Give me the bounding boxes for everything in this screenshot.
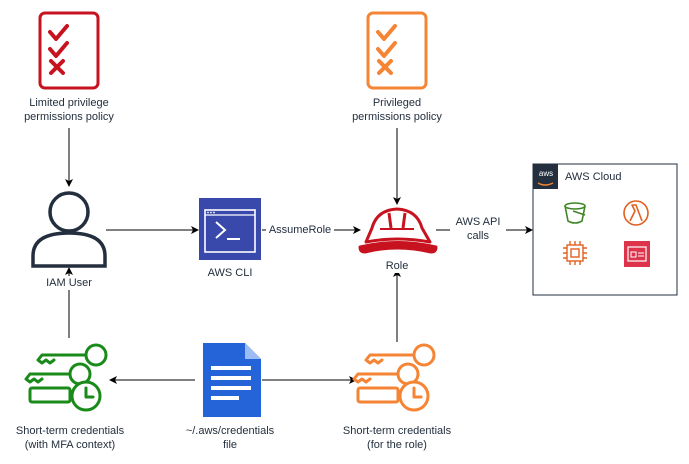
keys-green-icon [24, 343, 108, 412]
document-icon [203, 343, 261, 417]
user-creds-label: Short-term credentials (with MFA context… [7, 424, 133, 452]
aws-cloud-group [532, 163, 678, 296]
limited-policy-label: Limited privilege permissions policy [14, 96, 124, 124]
aws-badge-label: aws [538, 169, 554, 178]
aws-cli-label: AWS CLI [195, 266, 265, 280]
iam-user-label: IAM User [34, 276, 104, 290]
credentials-file-label: ~/.aws/credentials file [177, 424, 283, 452]
lambda-icon [623, 200, 649, 226]
terminal-icon [199, 198, 261, 260]
hard-hat-icon [358, 207, 438, 254]
keys-orange-icon [352, 343, 436, 412]
secrets-manager-icon [624, 241, 650, 267]
s3-bucket-icon [564, 202, 586, 224]
role-creds-label: Short-term credentials (for the role) [334, 424, 460, 452]
assume-role-label: AssumeRole [266, 223, 334, 237]
api-calls-label: AWS API calls [450, 215, 506, 243]
user-icon [31, 191, 107, 268]
privileged-policy-label: Privileged permissions policy [342, 96, 452, 124]
role-label: Role [377, 259, 417, 273]
aws-cloud-title: AWS Cloud [565, 171, 622, 183]
chip-icon [563, 241, 587, 265]
checklist-red-icon [38, 11, 100, 90]
edges [65, 128, 533, 384]
checklist-orange-icon [366, 11, 428, 90]
